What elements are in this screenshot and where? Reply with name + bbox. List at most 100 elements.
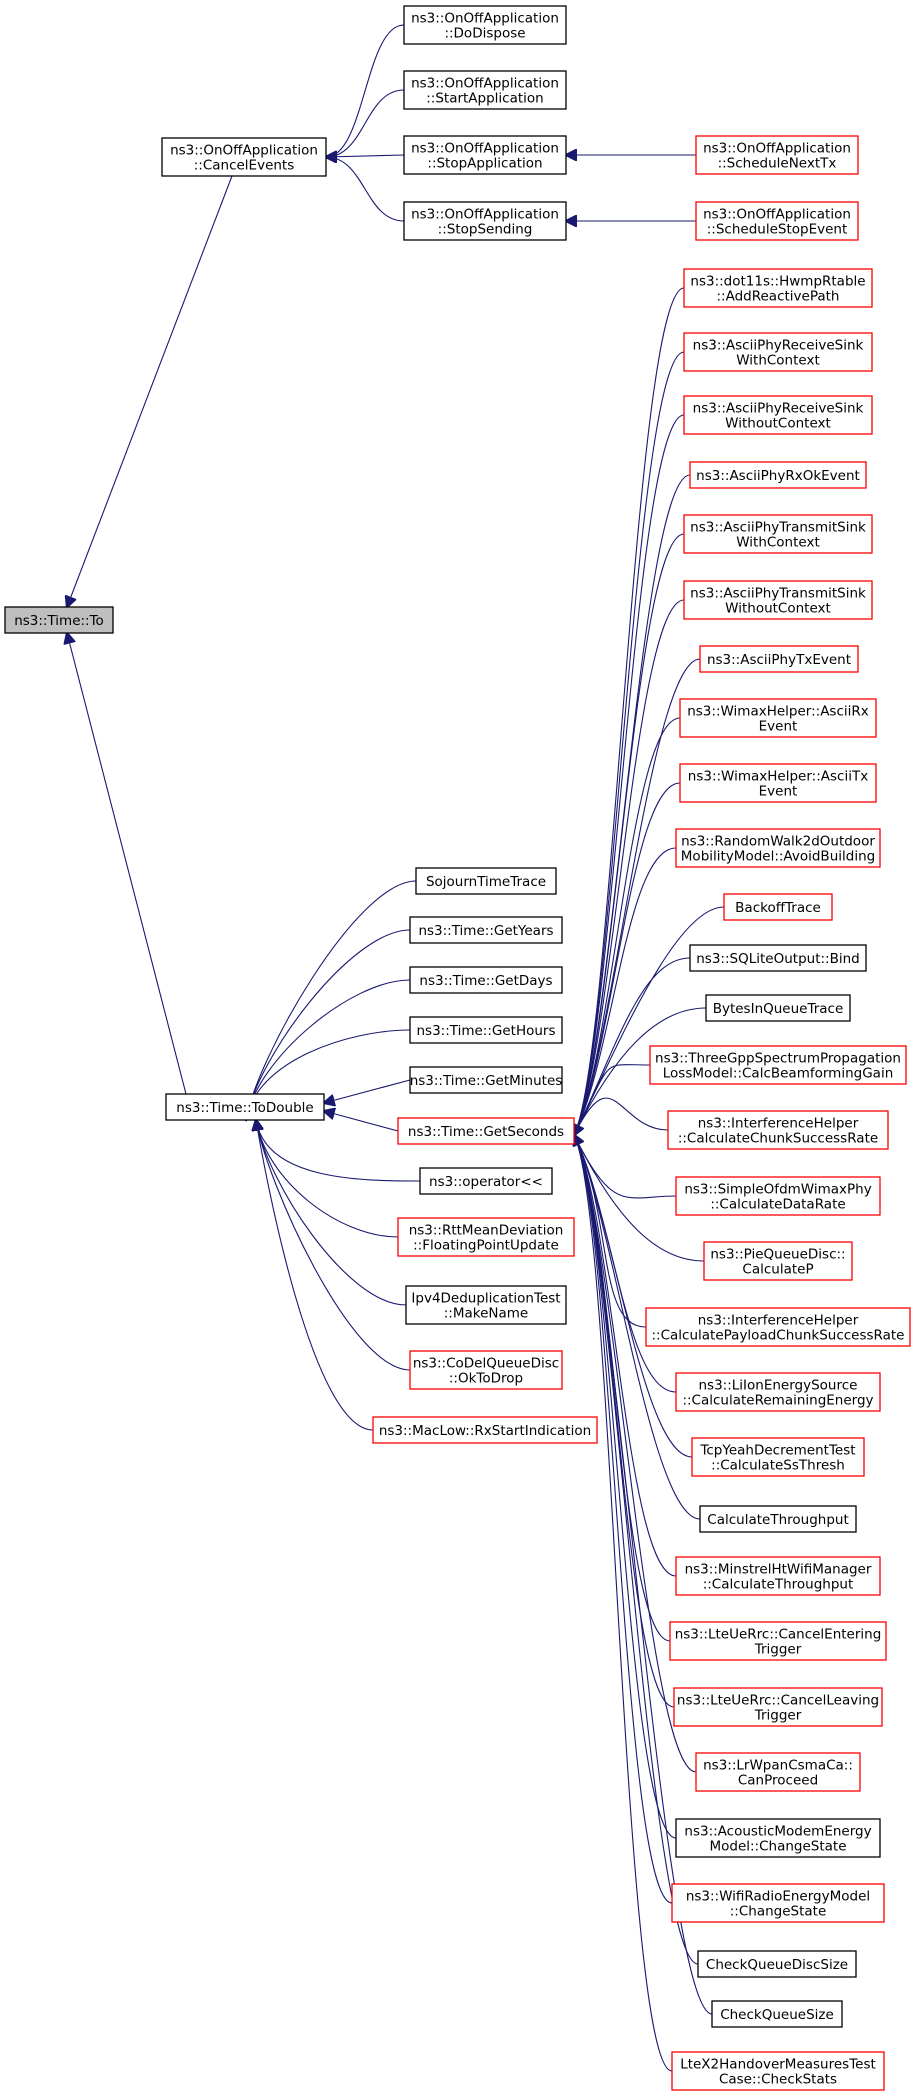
- node-label: Case::CheckStats: [719, 2072, 837, 2088]
- node-label: ns3::MacLow::RxStartIndication: [379, 1423, 591, 1439]
- node-toDouble[interactable]: ns3::Time::ToDouble: [165, 1093, 325, 1121]
- node-g07[interactable]: ns3::AsciiPhyTxEvent: [699, 645, 859, 673]
- node-doDispose[interactable]: ns3::OnOffApplication::DoDispose: [403, 5, 567, 45]
- edge-cancelEvents-to-to: [67, 175, 233, 607]
- node-g13[interactable]: BytesInQueueTrace: [705, 994, 851, 1022]
- node-box: [409, 916, 563, 944]
- node-g27[interactable]: ns3::WifiRadioEnergyModel::ChangeState: [671, 1883, 885, 1923]
- node-box: [161, 137, 327, 177]
- node-cancelEvents[interactable]: ns3::OnOffApplication::CancelEvents: [161, 137, 327, 177]
- node-g17[interactable]: ns3::PieQueueDisc::CalculateP: [703, 1241, 853, 1281]
- node-label: ns3::Time::To: [14, 613, 104, 629]
- node-codel[interactable]: ns3::CoDelQueueDisc::OkToDrop: [409, 1350, 563, 1390]
- node-label: ::StartApplication: [426, 91, 544, 107]
- node-label: ::CalculateSsThresh: [711, 1458, 845, 1474]
- node-label: ns3::WifiRadioEnergyModel: [686, 1889, 870, 1905]
- node-g28[interactable]: CheckQueueDiscSize: [697, 1950, 857, 1978]
- edge-g10-to-getSeconds: [574, 847, 677, 1135]
- node-box: [403, 5, 567, 45]
- node-stopApp[interactable]: ns3::OnOffApplication::StopApplication: [403, 135, 567, 175]
- node-g29[interactable]: CheckQueueSize: [711, 2000, 843, 2028]
- node-g18[interactable]: ns3::InterferenceHelper::CalculatePayloa…: [645, 1307, 911, 1347]
- node-ipv4Dedup[interactable]: Ipv4DeduplicationTest::MakeName: [405, 1285, 567, 1325]
- node-label: ns3::RandomWalk2dOutdoor: [681, 834, 875, 850]
- node-g19[interactable]: ns3::LiIonEnergySource::CalculateRemaini…: [675, 1372, 881, 1412]
- node-box: [703, 1241, 853, 1281]
- node-to[interactable]: ns3::Time::To: [4, 606, 114, 634]
- node-g26[interactable]: ns3::AcousticModemEnergyModel::ChangeSta…: [675, 1818, 881, 1858]
- node-box: [689, 944, 867, 972]
- node-g01[interactable]: ns3::dot11s::HwmpRtable::AddReactivePath: [683, 268, 873, 308]
- edge-getSeconds-to-toDouble: [324, 1111, 399, 1132]
- node-label: ::CalculateThroughput: [703, 1577, 854, 1593]
- edge-g25-to-getSeconds: [574, 1135, 697, 1773]
- node-getSeconds[interactable]: ns3::Time::GetSeconds: [397, 1117, 575, 1145]
- node-getDays[interactable]: ns3::Time::GetDays: [409, 966, 563, 994]
- node-box: [645, 1307, 911, 1347]
- edge-g09-to-getSeconds: [574, 782, 681, 1135]
- node-getMinutes[interactable]: ns3::Time::GetMinutes: [409, 1066, 563, 1094]
- node-operatorLL[interactable]: ns3::operator<<: [419, 1167, 553, 1195]
- edge-ipv4Dedup-to-toDouble: [256, 1120, 407, 1306]
- edge-getYears-to-toDouble: [246, 929, 411, 1120]
- node-box: [409, 1016, 563, 1044]
- edge-g27-to-getSeconds: [574, 1135, 673, 1904]
- node-box: [679, 763, 877, 803]
- node-label: ns3::Time::ToDouble: [176, 1100, 313, 1116]
- node-g11[interactable]: BackoffTrace: [723, 893, 833, 921]
- edge-g21-to-getSeconds: [574, 1135, 701, 1520]
- node-label: ns3::OnOffApplication: [411, 207, 559, 223]
- node-label: ::ScheduleNextTx: [718, 156, 837, 172]
- edge-g15-to-getSeconds: [574, 1097, 669, 1135]
- node-label: ns3::ThreeGppSpectrumPropagation: [655, 1051, 901, 1067]
- node-label: ns3::Time::GetYears: [418, 923, 553, 939]
- node-box: [683, 332, 873, 372]
- node-label: CanProceed: [738, 1773, 818, 1789]
- node-sojourn[interactable]: SojournTimeTrace: [415, 867, 557, 895]
- node-g30[interactable]: LteX2HandoverMeasuresTestCase::CheckStat…: [671, 2051, 885, 2091]
- node-label: LossModel::CalcBeamformingGain: [663, 1066, 894, 1082]
- node-box: [723, 893, 833, 921]
- node-getYears[interactable]: ns3::Time::GetYears: [409, 916, 563, 944]
- node-label: ns3::Time::GetSeconds: [408, 1124, 564, 1140]
- node-g16[interactable]: ns3::SimpleOfdmWimaxPhy::CalculateDataRa…: [675, 1176, 881, 1216]
- node-stopSending[interactable]: ns3::OnOffApplication::StopSending: [403, 201, 567, 241]
- node-g14[interactable]: ns3::ThreeGppSpectrumPropagationLossMode…: [649, 1045, 907, 1085]
- node-box: [669, 1621, 887, 1661]
- node-box: [397, 1117, 575, 1145]
- node-label: ::ChangeState: [730, 1904, 827, 1920]
- node-g20[interactable]: TcpYeahDecrementTest::CalculateSsThresh: [691, 1437, 865, 1477]
- node-getHours[interactable]: ns3::Time::GetHours: [409, 1016, 563, 1044]
- node-g25[interactable]: ns3::LrWpanCsmaCa::CanProceed: [695, 1752, 861, 1792]
- node-schedStop[interactable]: ns3::OnOffApplication::ScheduleStopEvent: [695, 201, 859, 241]
- node-startApp[interactable]: ns3::OnOffApplication::StartApplication: [403, 70, 567, 110]
- edge-macLow-to-toDouble: [256, 1120, 374, 1431]
- node-schedNextTx[interactable]: ns3::OnOffApplication::ScheduleNextTx: [695, 135, 859, 175]
- node-rttMean[interactable]: ns3::RttMeanDeviation::FloatingPointUpda…: [397, 1217, 575, 1257]
- node-box: [711, 2000, 843, 2028]
- node-g10[interactable]: ns3::RandomWalk2dOutdoorMobilityModel::A…: [675, 828, 881, 868]
- node-g22[interactable]: ns3::MinstrelHtWifiManager::CalculateThr…: [675, 1556, 881, 1596]
- node-label: ns3::AsciiPhyTxEvent: [707, 652, 851, 668]
- node-g21[interactable]: CalculateThroughput: [699, 1505, 857, 1533]
- node-g15[interactable]: ns3::InterferenceHelper::CalculateChunkS…: [667, 1110, 889, 1150]
- edge-stopApp-to-cancelEvents: [326, 155, 405, 157]
- node-label: ns3::LrWpanCsmaCa::: [703, 1758, 853, 1774]
- edge-g13-to-getSeconds: [574, 1007, 707, 1135]
- node-label: ns3::OnOffApplication: [411, 76, 559, 92]
- node-g04[interactable]: ns3::AsciiPhyRxOkEvent: [689, 461, 867, 489]
- edge-toDouble-to-to: [67, 633, 187, 1095]
- node-box: [409, 1066, 563, 1094]
- node-g12[interactable]: ns3::SQLiteOutput::Bind: [689, 944, 867, 972]
- node-label: ns3::OnOffApplication: [170, 143, 318, 159]
- node-macLow[interactable]: ns3::MacLow::RxStartIndication: [372, 1416, 598, 1444]
- node-label: Event: [759, 719, 798, 735]
